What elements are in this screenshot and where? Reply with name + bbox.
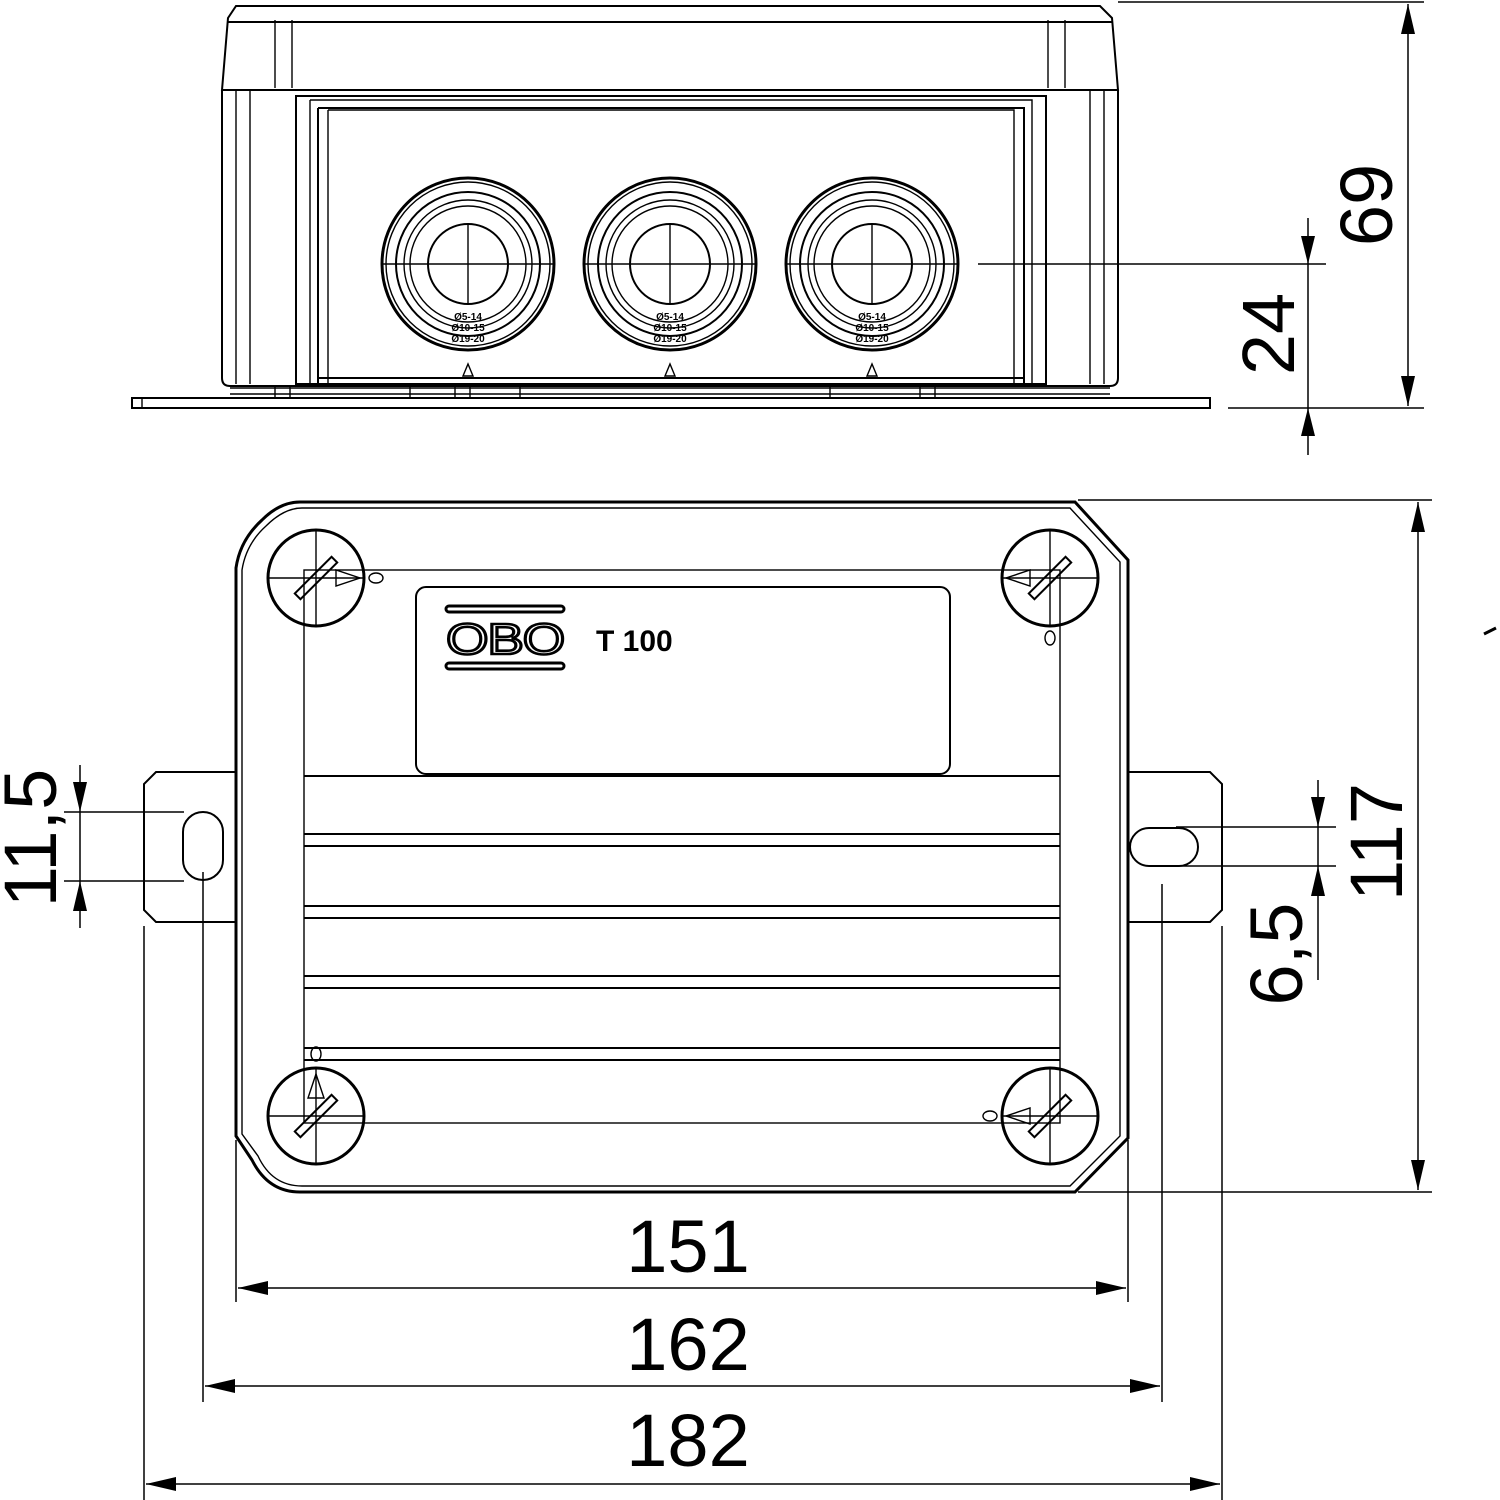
mounting-slot-left bbox=[182, 811, 224, 881]
entry-size-marking: Ø19-20 bbox=[855, 334, 889, 345]
top-view: OBO T 100 bbox=[143, 500, 1223, 1194]
cable-entries: Ø5-14Ø10-15Ø19-20Ø5-14Ø10-15Ø19-20Ø5-14Ø… bbox=[380, 176, 960, 377]
lid-outline bbox=[220, 5, 1120, 91]
dim-label-11-5: 11,5 bbox=[0, 769, 72, 908]
lock-eyelet-icon bbox=[310, 1046, 322, 1062]
dim-label-6-5: 6,5 bbox=[1235, 903, 1318, 1006]
dim-label-182: 182 bbox=[626, 1399, 749, 1482]
front-panel bbox=[295, 95, 1047, 385]
dim-label-69: 69 bbox=[1325, 164, 1408, 246]
arrow-marker-icon bbox=[1003, 1107, 1031, 1125]
body-outline bbox=[221, 90, 1119, 387]
dimension-entry-height: 24 bbox=[978, 218, 1326, 455]
entry-size-marking: Ø19-20 bbox=[653, 334, 687, 345]
dimension-slot-width: 6,5 bbox=[1176, 780, 1336, 1005]
lock-eyelet-icon bbox=[982, 1110, 998, 1122]
dimension-slot-length: 11,5 bbox=[0, 765, 184, 928]
dimension-width-151: 151 bbox=[238, 1205, 1126, 1295]
dim-label-151: 151 bbox=[626, 1205, 749, 1288]
logo-bar-bottom bbox=[444, 661, 566, 671]
screw-slot-icon bbox=[1027, 1093, 1073, 1139]
logo-bar-top bbox=[444, 604, 566, 614]
lid-screw bbox=[982, 1066, 1100, 1166]
dim-label-162: 162 bbox=[626, 1303, 749, 1386]
enclosure-outline bbox=[234, 500, 1130, 1194]
mounting-slot-right bbox=[1129, 827, 1199, 867]
dimension-width-162: 162 bbox=[205, 1303, 1160, 1393]
mounting-lug-left bbox=[143, 771, 236, 923]
entry-size-marking: Ø5-14 bbox=[454, 312, 482, 323]
dimension-height: 69 bbox=[1118, 1, 1424, 409]
logo-text: OBO bbox=[446, 615, 564, 664]
obo-logo: OBO bbox=[444, 604, 566, 671]
entry-size-marking: Ø19-20 bbox=[451, 334, 485, 345]
alignment-marker-icon bbox=[663, 362, 677, 377]
dimension-width-182: 182 bbox=[146, 1399, 1220, 1491]
screw-slot-icon bbox=[1027, 555, 1073, 601]
screw-slot-icon bbox=[293, 555, 339, 601]
mounting-lug-right bbox=[1128, 771, 1223, 923]
lid-screw bbox=[1000, 528, 1100, 646]
dimension-depth: 117 bbox=[1078, 499, 1497, 1193]
side-view: Ø5-14Ø10-15Ø19-20Ø5-14Ø10-15Ø19-20Ø5-14Ø… bbox=[131, 5, 1211, 409]
entry-size-marking: Ø5-14 bbox=[656, 312, 684, 323]
entry-size-marking: Ø10-15 bbox=[653, 323, 687, 334]
arrow-marker-icon bbox=[307, 1071, 325, 1099]
label-plate bbox=[415, 586, 951, 775]
entry-size-marking: Ø10-15 bbox=[451, 323, 485, 334]
lid-screw bbox=[266, 528, 384, 628]
entry-size-marking: Ø10-15 bbox=[855, 323, 889, 334]
product-label: T 100 bbox=[596, 625, 673, 658]
alignment-marker-icon bbox=[865, 362, 879, 377]
lock-eyelet-icon bbox=[368, 572, 384, 584]
screw-slot-icon bbox=[293, 1093, 339, 1139]
entry-size-marking: Ø5-14 bbox=[858, 312, 886, 323]
alignment-marker-icon bbox=[461, 362, 475, 377]
mounting-flange bbox=[131, 397, 1211, 409]
dim-label-117: 117 bbox=[1335, 783, 1418, 901]
arrow-marker-icon bbox=[1003, 569, 1031, 587]
lock-eyelet-icon bbox=[1044, 630, 1056, 646]
corner-screws bbox=[266, 528, 1100, 1166]
lid-screw bbox=[266, 1046, 366, 1166]
dim-label-24: 24 bbox=[1227, 293, 1310, 375]
arrow-marker-icon bbox=[335, 569, 363, 587]
ribs bbox=[304, 775, 1060, 1061]
